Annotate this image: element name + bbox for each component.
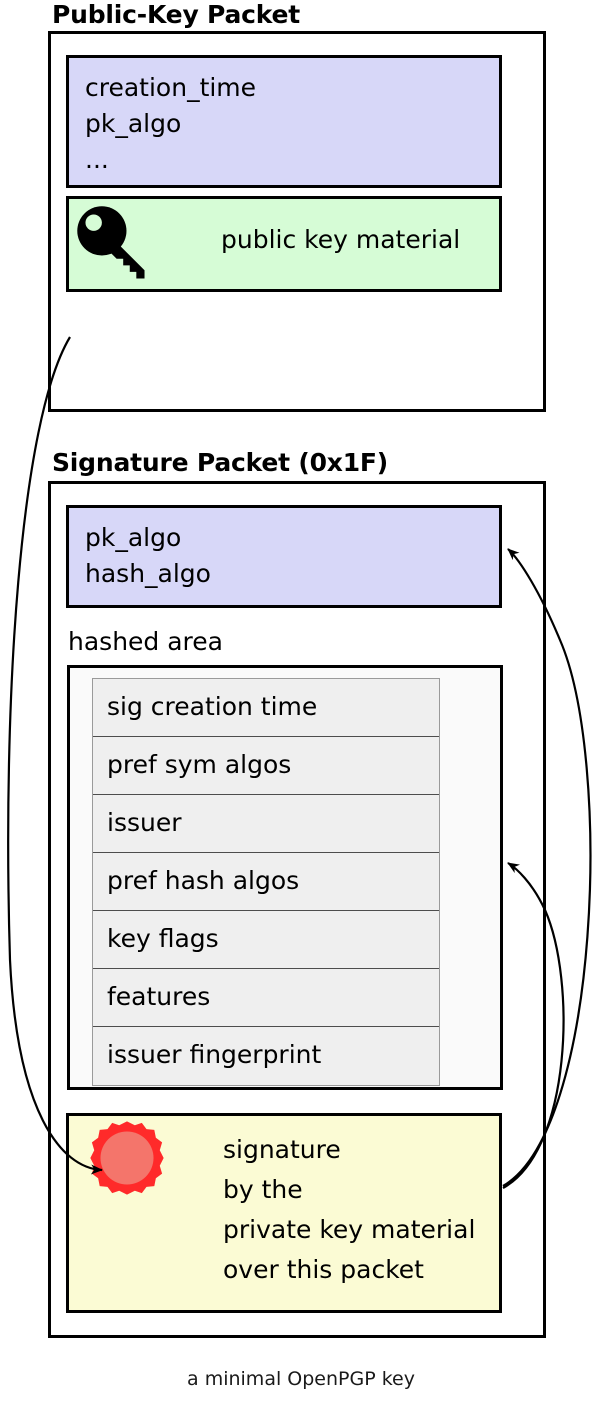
signature-blob-text: signature by the private key material ov… xyxy=(223,1135,476,1284)
diagram-caption: a minimal OpenPGP key xyxy=(187,1368,415,1390)
public-key-packet-title: Public-Key Packet xyxy=(52,0,301,29)
subpacket-row: key flags xyxy=(93,911,439,969)
subpacket-row: sig creation time xyxy=(93,679,439,737)
signature-header-fields-box: pk_algo hash_algo xyxy=(66,505,502,608)
public-key-material-label: public key material xyxy=(221,225,461,254)
hashed-area-label: hashed area xyxy=(68,627,223,656)
subpacket-row: pref hash algos xyxy=(93,853,439,911)
signature-blob-box: signature by the private key material ov… xyxy=(66,1113,502,1313)
subpacket-row: pref sym algos xyxy=(93,737,439,795)
signature-header-fields-text: pk_algo hash_algo xyxy=(85,523,211,588)
public-key-header-fields-box: creation_time pk_algo ... xyxy=(66,55,502,188)
subpacket-row: features xyxy=(93,969,439,1027)
subpacket-row: issuer fingerprint xyxy=(93,1027,439,1085)
subpacket-row: issuer xyxy=(93,795,439,853)
signature-packet-title: Signature Packet (0x1F) xyxy=(52,448,389,477)
public-key-header-fields-text: creation_time pk_algo ... xyxy=(85,73,257,174)
wax-seal-icon xyxy=(90,1121,164,1195)
key-icon xyxy=(77,206,145,279)
